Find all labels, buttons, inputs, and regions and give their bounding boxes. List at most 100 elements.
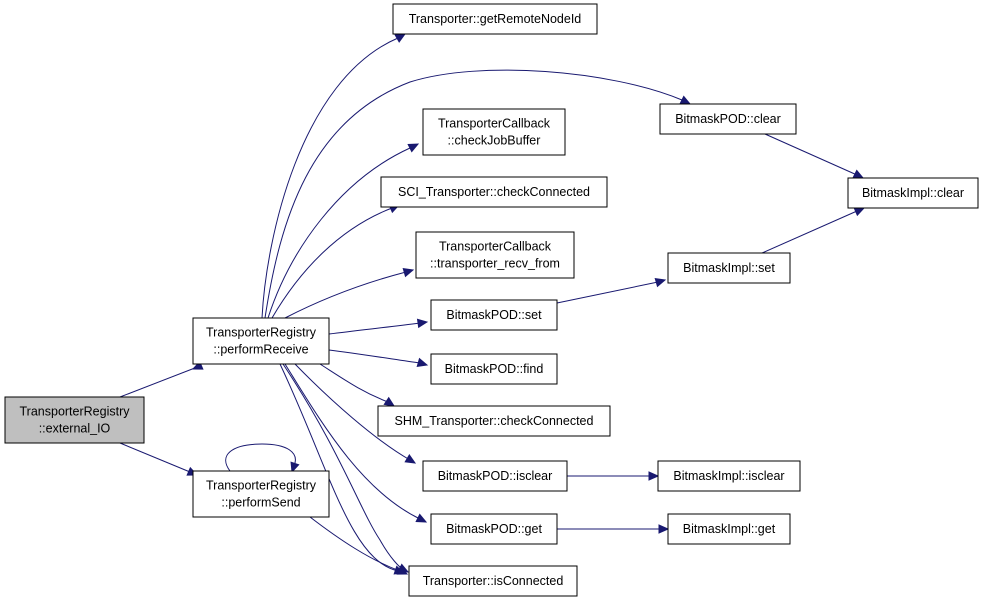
edge-perform-receive-to-transporter-recv-from — [284, 268, 415, 319]
edge-line — [328, 322, 421, 335]
edge-perform-receive-to-bitmaskpod-isclear — [294, 363, 417, 464]
node-box[interactable] — [430, 299, 558, 331]
edge-line — [761, 210, 858, 254]
node-bitmaskimpl-isclear[interactable]: BitmaskImpl::isclear — [657, 460, 801, 492]
node-label: TransporterRegistry — [206, 479, 317, 493]
node-label: Transporter::getRemoteNodeId — [409, 12, 582, 26]
edge-line — [309, 516, 401, 572]
edge-arrowhead — [648, 471, 660, 481]
node-bitmaskpod-clear[interactable]: BitmaskPOD::clear — [659, 103, 797, 135]
edge-line — [225, 443, 296, 472]
edge-bitmaskpod-clear-to-bitmaskimpl-clear — [764, 133, 865, 179]
node-box[interactable] — [380, 176, 608, 208]
node-label: ::external_IO — [39, 422, 111, 436]
node-perform-receive[interactable]: TransporterRegistry::performReceive — [192, 317, 330, 365]
edge-bitmaskpod-set-to-bitmaskimpl-set — [556, 278, 667, 304]
edge-perform-receive-to-bitmaskpod-set — [328, 318, 429, 335]
node-label: BitmaskPOD::isclear — [438, 469, 553, 483]
node-box[interactable] — [192, 317, 330, 365]
node-label: BitmaskImpl::get — [683, 522, 776, 536]
edge-perform-receive-to-bitmaskpod-find — [328, 349, 429, 367]
node-label: BitmaskPOD::set — [446, 308, 542, 322]
node-box[interactable] — [667, 252, 791, 284]
edge-perform-receive-to-get-remote-node-id — [261, 33, 407, 319]
node-get-remote-node-id[interactable]: Transporter::getRemoteNodeId — [392, 3, 598, 35]
node-box[interactable] — [415, 231, 575, 279]
node-box[interactable] — [430, 353, 558, 385]
edge-arrowhead — [852, 169, 865, 179]
node-check-job-buffer[interactable]: TransporterCallback::checkJobBuffer — [422, 108, 566, 156]
node-bitmaskpod-isclear[interactable]: BitmaskPOD::isclear — [422, 460, 568, 492]
edge-arrowhead — [402, 268, 415, 278]
node-label: TransporterRegistry — [206, 326, 317, 340]
edge-line — [556, 281, 659, 304]
edge-line — [284, 363, 421, 520]
edge-arrowhead — [416, 318, 429, 329]
node-label: ::checkJobBuffer — [448, 134, 541, 148]
edge-line — [119, 365, 201, 398]
node-bitmaskpod-set[interactable]: BitmaskPOD::set — [430, 299, 558, 331]
node-box[interactable] — [847, 177, 979, 209]
node-box[interactable] — [422, 108, 566, 156]
node-bitmaskpod-find[interactable]: BitmaskPOD::find — [430, 353, 558, 385]
node-label: ::performSend — [221, 496, 300, 510]
node-label: TransporterCallback — [438, 117, 551, 131]
node-transporter-recv-from[interactable]: TransporterCallback::transporter_recv_fr… — [415, 231, 575, 279]
edge-arrowhead — [654, 278, 667, 288]
edge-bitmaskpod-get-to-bitmaskimpl-get — [557, 524, 670, 534]
node-sci-check-connected[interactable]: SCI_Transporter::checkConnected — [380, 176, 608, 208]
node-box[interactable] — [192, 470, 330, 518]
node-is-connected[interactable]: Transporter::isConnected — [408, 565, 578, 597]
node-box[interactable] — [657, 460, 801, 492]
node-label: SHM_Transporter::checkConnected — [395, 414, 594, 428]
edge-external-io-to-perform-send — [119, 442, 199, 476]
node-label: BitmaskPOD::get — [446, 522, 542, 536]
node-box[interactable] — [430, 513, 558, 545]
node-box[interactable] — [667, 513, 791, 545]
edge-perform-receive-to-sci-check-connected — [271, 204, 401, 319]
edge-line — [267, 147, 411, 319]
node-box[interactable] — [377, 405, 611, 437]
node-bitmaskimpl-set[interactable]: BitmaskImpl::set — [667, 252, 791, 284]
node-box[interactable] — [4, 396, 145, 444]
edge-perform-send-to-perform-send — [225, 443, 300, 474]
node-perform-send[interactable]: TransporterRegistry::performSend — [192, 470, 330, 518]
node-bitmaskimpl-get[interactable]: BitmaskImpl::get — [667, 513, 791, 545]
edge-arrowhead — [394, 33, 407, 43]
edge-perform-receive-to-bitmaskpod-get — [284, 363, 428, 523]
edge-arrowhead — [853, 207, 866, 217]
node-label: Transporter::isConnected — [423, 574, 564, 588]
node-label: TransporterCallback — [439, 240, 552, 254]
edge-arrowhead — [407, 143, 420, 153]
edge-bitmaskpod-isclear-to-bitmaskimpl-isclear — [567, 471, 660, 481]
edge-perform-receive-to-is-connected — [279, 363, 406, 575]
edge-arrowhead — [679, 95, 692, 105]
node-bitmaskimpl-clear[interactable]: BitmaskImpl::clear — [847, 177, 979, 209]
edge-arrowhead — [396, 565, 409, 575]
edge-external-io-to-perform-receive — [119, 360, 204, 398]
edge-arrowhead — [415, 513, 428, 523]
node-bitmaskpod-get[interactable]: BitmaskPOD::get — [430, 513, 558, 545]
edge-line — [284, 271, 407, 319]
node-label: BitmaskImpl::set — [683, 261, 775, 275]
node-label: ::performReceive — [213, 343, 308, 357]
edge-perform-send-to-is-connected — [309, 516, 409, 575]
node-external-io[interactable]: TransporterRegistry::external_IO — [4, 396, 145, 444]
edge-line — [294, 363, 411, 461]
call-graph-nodes: TransporterRegistry::external_IOTranspor… — [4, 3, 979, 597]
edge-arrowhead — [290, 461, 300, 474]
edge-arrowhead — [404, 454, 417, 464]
call-graph-edges — [119, 33, 866, 575]
node-label: BitmaskPOD::find — [445, 362, 544, 376]
node-label: TransporterRegistry — [20, 405, 131, 419]
node-box[interactable] — [659, 103, 797, 135]
node-box[interactable] — [392, 3, 598, 35]
node-shm-check-connected[interactable]: SHM_Transporter::checkConnected — [377, 405, 611, 437]
edge-perform-receive-to-check-job-buffer — [267, 143, 420, 319]
edge-arrowhead — [416, 357, 429, 367]
node-box[interactable] — [422, 460, 568, 492]
node-box[interactable] — [408, 565, 578, 597]
node-label: ::transporter_recv_from — [430, 257, 560, 271]
node-label: SCI_Transporter::checkConnected — [398, 185, 590, 199]
